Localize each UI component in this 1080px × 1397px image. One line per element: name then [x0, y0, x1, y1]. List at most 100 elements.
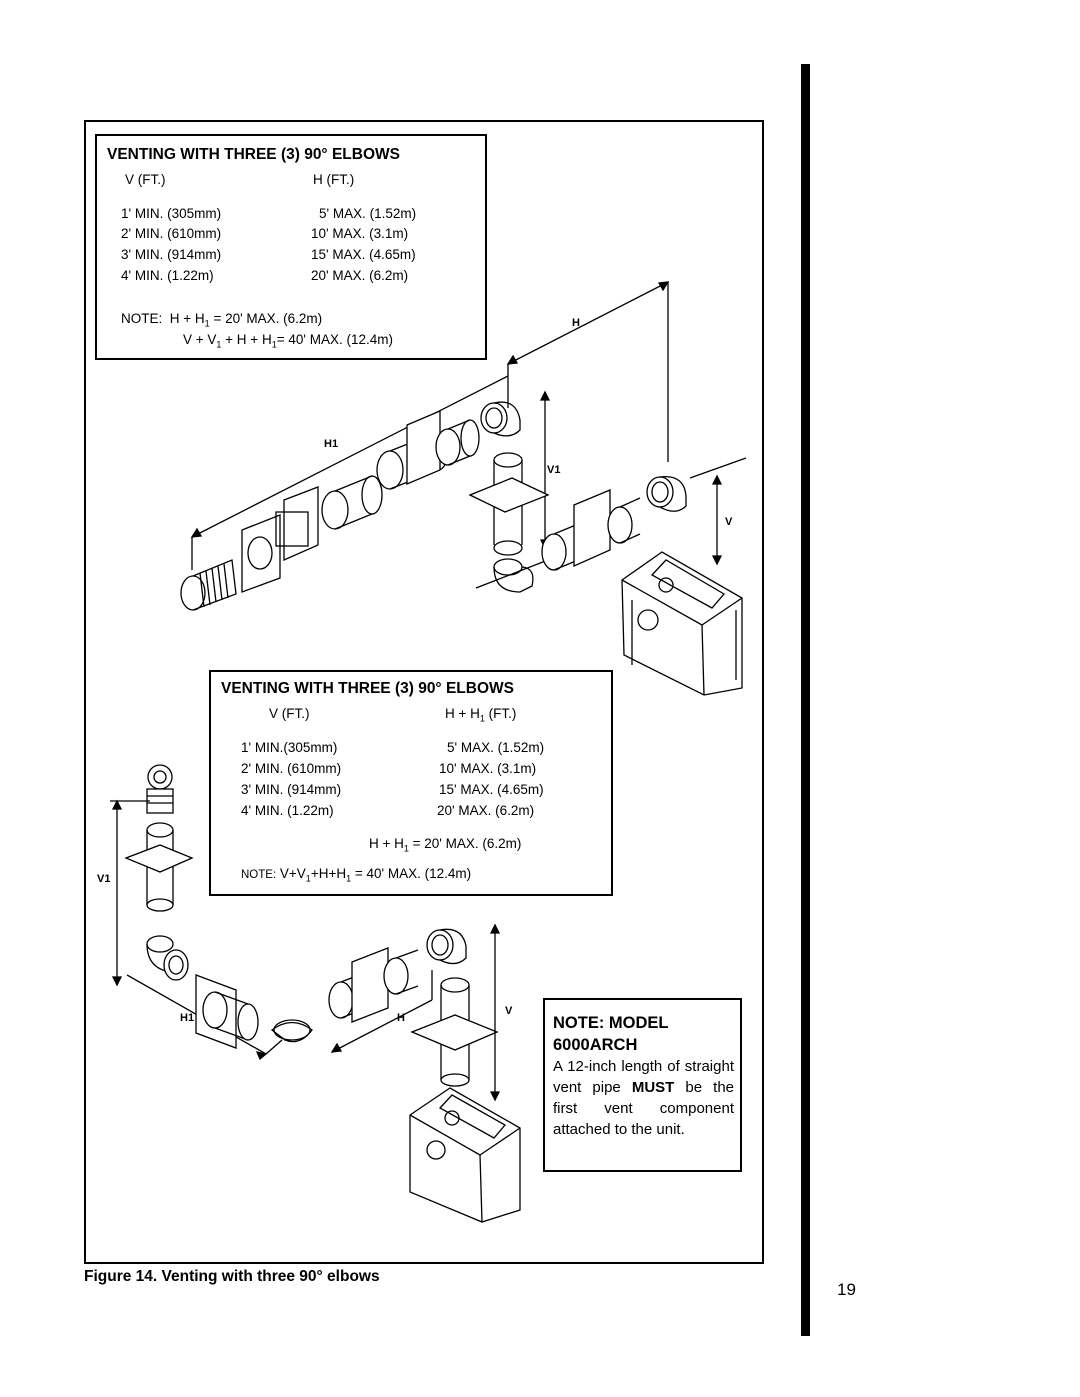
note-text: H + H [169, 311, 205, 326]
roof-flashing [124, 844, 194, 873]
table-cell-v: 3' MIN. (914mm) [121, 247, 222, 262]
header-text: H + H [445, 706, 480, 721]
top-venting-table: VENTING WITH THREE (3) 90° ELBOWS V (FT.… [95, 134, 487, 360]
subscript: 1 [305, 873, 311, 884]
bottom-venting-table: VENTING WITH THREE (3) 90° ELBOWS V (FT.… [209, 670, 613, 896]
note-text: H + H [369, 836, 404, 851]
dimension-line-h [331, 999, 433, 1053]
stove-unit-bottom [409, 1087, 521, 1223]
wall-thimble [241, 514, 281, 593]
model-note-title-line: NOTE: MODEL [553, 1014, 669, 1032]
subscript: 1 [346, 873, 352, 884]
table-cell-h: 20' MAX. (6.2m) [437, 803, 535, 818]
model-note-title-line: 6000ARCH [553, 1036, 638, 1054]
subscript: 1 [479, 713, 485, 724]
elbow-lower-left [146, 935, 189, 981]
table-cell-v: 1' MIN.(305mm) [241, 740, 338, 755]
wall-thimble [351, 947, 389, 1023]
table-title: VENTING WITH THREE (3) 90° ELBOWS [107, 146, 400, 163]
subscript: 1 [403, 843, 409, 854]
page-number: 19 [837, 1280, 856, 1299]
note-text: + H + H [221, 332, 272, 347]
table-cell-v: 2' MIN. (610mm) [121, 226, 222, 241]
note-prefix: NOTE: [121, 311, 163, 326]
subscript: 1 [216, 339, 222, 350]
note-text: = 20' MAX. (6.2m) [408, 836, 522, 851]
header-text: (FT.) [484, 706, 517, 721]
termination-cap [180, 559, 237, 611]
vent-pipe-section [435, 419, 480, 466]
table-cell-h: 5' MAX. (1.52m) [447, 740, 545, 755]
arrowhead [190, 527, 203, 538]
arrowhead [711, 474, 723, 485]
table-cell-h: 15' MAX. (4.65m) [311, 247, 416, 262]
stove-unit-top [621, 551, 743, 696]
elbow-unit [646, 475, 687, 512]
subscript: 1 [204, 318, 210, 329]
note-text: = 20' MAX. (6.2m) [209, 311, 323, 326]
elbow-middle [493, 558, 534, 593]
wall-thimble [406, 410, 441, 485]
table-title: VENTING WITH THREE (3) 90° ELBOWS [221, 680, 514, 697]
label-h1-top: H1 [324, 438, 338, 450]
vent-pipe-section [607, 497, 641, 544]
model-note-text: A 12-inch length of straight vent pipe [553, 1058, 734, 1096]
arrowhead [711, 555, 723, 566]
arrowhead [506, 354, 519, 365]
table-cell-h: 10' MAX. (3.1m) [311, 226, 409, 241]
table-cell-v: 1' MIN. (305mm) [121, 206, 222, 221]
note-line: NOTE: V+V1+H+H1 = 40' MAX. (12.4m) [241, 866, 471, 884]
vent-pipe-section [202, 991, 259, 1041]
elbow-upper [480, 401, 521, 437]
elbow-lower-right [426, 928, 467, 965]
note-text: V + V [183, 332, 217, 347]
vertical-termination-cap [146, 764, 174, 814]
wall-thimble [573, 489, 611, 568]
model-note-emphasis: MUST [631, 1079, 675, 1096]
table-cell-v: 2' MIN. (610mm) [241, 761, 342, 776]
note-text: = 40' MAX. (12.4m) [351, 866, 472, 881]
dimension-line-h [507, 281, 669, 365]
sum-line: H + H1 = 20' MAX. (6.2m) [369, 836, 521, 854]
note-line-2: V + V1 + H + H1= 40' MAX. (12.4m) [183, 332, 393, 350]
table-cell-v: 4' MIN. (1.22m) [241, 803, 334, 818]
arrowhead [539, 390, 551, 401]
note-text: = 40' MAX. (12.4m) [276, 332, 393, 347]
dimension-line-h1 [191, 375, 509, 538]
arrowhead [657, 281, 670, 292]
label-h1-bottom: H1 [180, 1012, 194, 1024]
table-cell-h: 5' MAX. (1.52m) [319, 206, 417, 221]
subscript: 1 [271, 339, 277, 350]
column-header-h: H (FT.) [313, 172, 355, 187]
label-v1-top: V1 [547, 464, 560, 476]
vent-pipe-section [383, 949, 419, 995]
label-h-top: H [572, 317, 580, 329]
column-header-v: V (FT.) [125, 172, 166, 187]
note-text: +H+H [310, 866, 347, 881]
model-note-title: NOTE: MODEL 6000ARCH [553, 1012, 669, 1056]
column-header-v: V (FT.) [269, 706, 310, 721]
note-text: V+V [276, 866, 306, 881]
model-note-text: be the first vent component attached to … [553, 1079, 735, 1138]
figure-frame [84, 120, 764, 1264]
table-cell-h: 15' MAX. (4.65m) [439, 782, 544, 797]
table-cell-v: 3' MIN. (914mm) [241, 782, 342, 797]
roof-flashing [410, 1014, 499, 1051]
label-v1-bottom: V1 [97, 873, 110, 885]
note-line-1: NOTE: H + H1 = 20' MAX. (6.2m) [121, 311, 322, 329]
label-h-bottom: H [397, 1012, 405, 1024]
label-v-bottom: V [505, 1005, 513, 1017]
label-v-top: V [725, 516, 733, 528]
table-cell-h: 10' MAX. (3.1m) [439, 761, 537, 776]
elbow-center [270, 1019, 313, 1043]
table-cell-h: 20' MAX. (6.2m) [311, 268, 409, 283]
figure-caption: Figure 14. Venting with three 90° elbows [84, 1268, 380, 1285]
model-note-box: NOTE: MODEL 6000ARCH A 12-inch length of… [543, 998, 742, 1172]
vent-pipe-section [321, 475, 383, 530]
note-prefix: NOTE: [241, 869, 277, 881]
margin-bar [801, 64, 810, 1336]
model-note-body: A 12-inch length of straight vent pipe M… [553, 1056, 734, 1140]
table-cell-v: 4' MIN. (1.22m) [121, 268, 214, 283]
column-header-h: H + H1 (FT.) [445, 706, 516, 724]
